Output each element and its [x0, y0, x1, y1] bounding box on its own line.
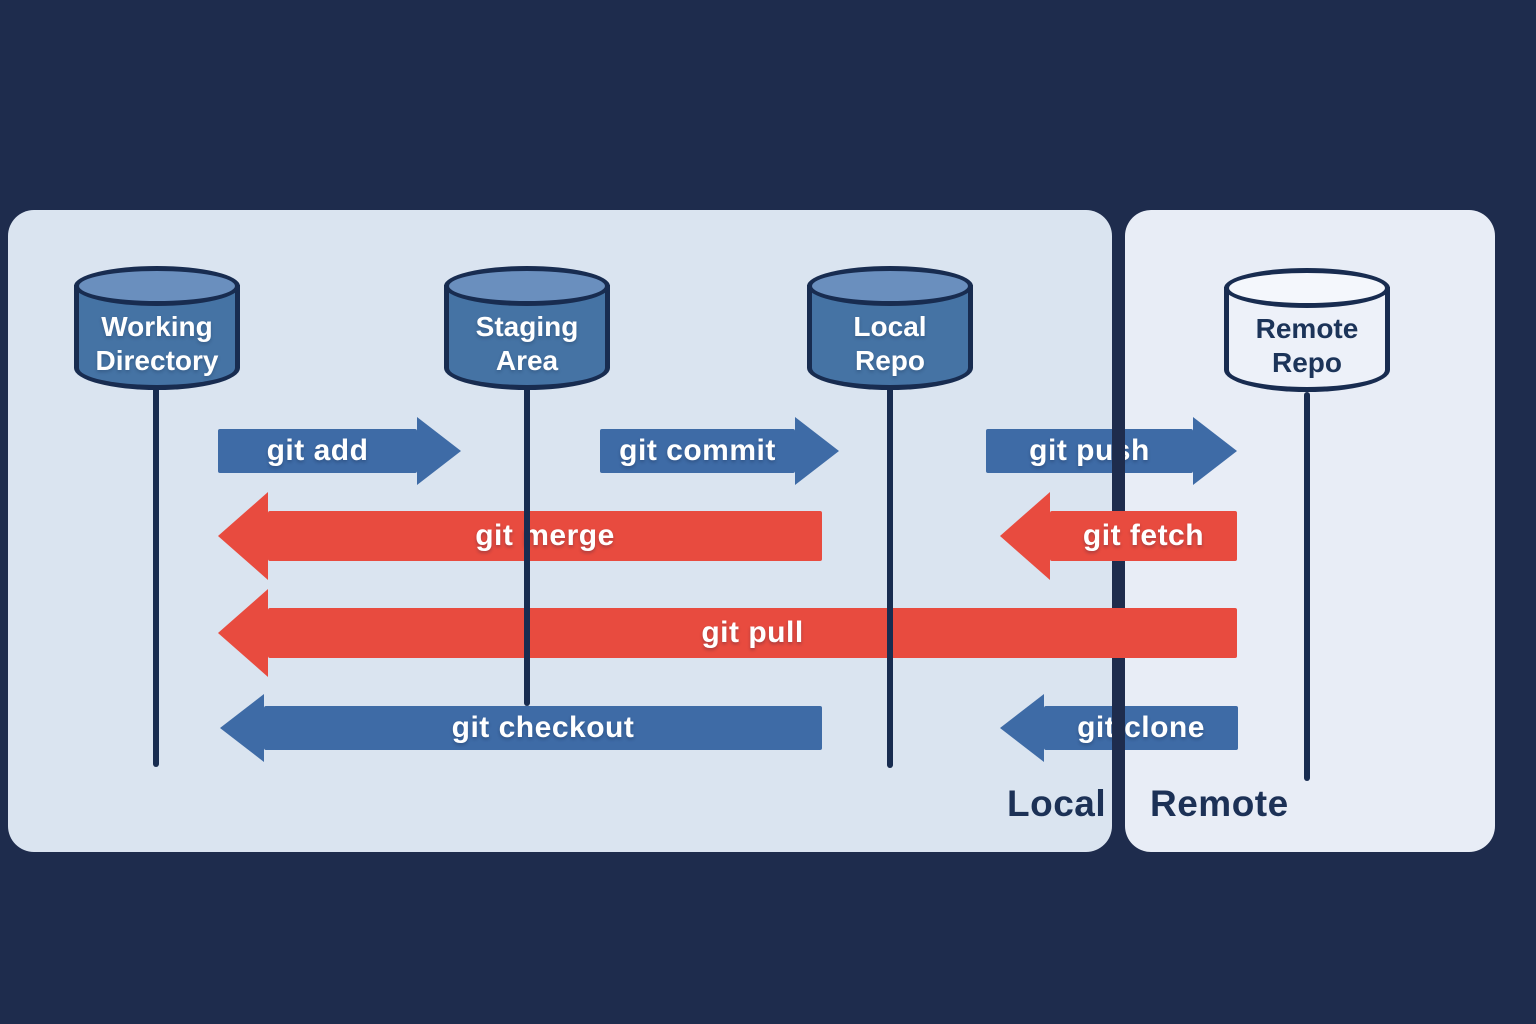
database-cylinder-top-icon	[1224, 268, 1390, 308]
arrowhead-left-icon	[218, 589, 268, 677]
arrow-git-clone: git clone	[1000, 694, 1238, 762]
arrow-git-commit-label: git commit	[619, 434, 776, 467]
arrow-git-merge: git merge	[218, 492, 822, 580]
arrow-git-add-label: git add	[266, 434, 369, 467]
arrow-git-add: git add	[218, 417, 461, 485]
arrow-git-checkout-label: git checkout	[451, 711, 635, 744]
local-repo-line	[887, 386, 893, 768]
database-cylinder-top-icon	[807, 266, 973, 306]
arrow-git-push-label: git push	[1029, 434, 1150, 467]
arrowhead-left-icon	[1000, 492, 1050, 580]
arrow-git-fetch: git fetch	[1000, 492, 1237, 580]
node-local-repo-label: Local Repo	[853, 311, 927, 376]
node-working-directory-label: Working Directory	[95, 311, 219, 376]
remote-repo-line	[1304, 392, 1310, 781]
node-remote-repo: Remote Repo	[1224, 268, 1390, 392]
node-working-directory: Working Directory	[74, 266, 240, 390]
arrow-git-clone-label: git clone	[1077, 711, 1205, 744]
arrowhead-right-icon	[417, 417, 461, 485]
working-directory-line	[153, 386, 159, 767]
remote-zone-label: Remote	[1150, 783, 1289, 824]
node-staging-area-label: Staging Area	[475, 311, 579, 376]
node-staging-area: Staging Area	[444, 266, 610, 390]
arrow-git-merge-label: git merge	[475, 519, 615, 552]
arrow-git-checkout: git checkout	[220, 694, 822, 762]
arrow-git-commit: git commit	[600, 417, 839, 485]
arrowhead-right-icon	[1193, 417, 1237, 485]
arrowhead-left-icon	[220, 694, 264, 762]
node-local-repo: Local Repo	[807, 266, 973, 390]
local-zone-label: Local	[1007, 783, 1107, 824]
arrowhead-left-icon	[1000, 694, 1044, 762]
arrow-git-pull: git pull	[218, 589, 1237, 677]
staging-area-line	[524, 386, 530, 706]
arrowhead-left-icon	[218, 492, 268, 580]
database-cylinder-top-icon	[444, 266, 610, 306]
arrowhead-right-icon	[795, 417, 839, 485]
database-cylinder-top-icon	[74, 266, 240, 306]
arrow-git-fetch-label: git fetch	[1082, 519, 1205, 552]
arrow-git-push: git push	[986, 417, 1237, 485]
arrow-git-pull-label: git pull	[701, 616, 804, 649]
node-remote-repo-label: Remote Repo	[1255, 313, 1359, 378]
